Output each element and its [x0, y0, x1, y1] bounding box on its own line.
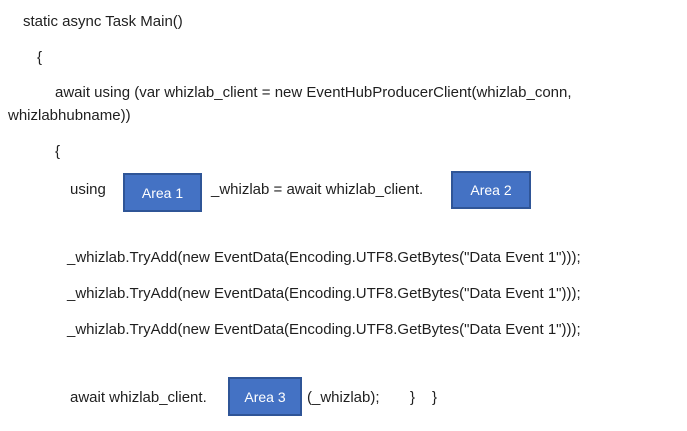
drop-area-2-label: Area 2 [470, 182, 512, 198]
code-line-tryadd-2: _whizlab.TryAdd(new EventData(Encoding.U… [67, 285, 581, 302]
code-after-area1: _whizlab = await whizlab_client. [211, 181, 424, 198]
code-line-await-using-wrap: whizlabhubname)) [8, 107, 131, 124]
code-close-brace-outer: } [432, 389, 438, 406]
drop-area-3[interactable]: Area 3 [228, 377, 302, 416]
code-line-await-using: await using (var whizlab_client = new Ev… [55, 84, 572, 101]
drop-area-2[interactable]: Area 2 [451, 171, 531, 209]
code-close-brace-inner: } [410, 389, 416, 406]
drop-area-3-label: Area 3 [244, 388, 286, 405]
code-line-signature: static async Task Main() [23, 13, 183, 30]
drop-area-1[interactable]: Area 1 [123, 173, 202, 212]
code-line-tryadd-1: _whizlab.TryAdd(new EventData(Encoding.U… [67, 249, 581, 266]
code-await-client: await whizlab_client. [70, 389, 207, 406]
code-after-area3: (_whizlab); [307, 389, 380, 406]
code-line-tryadd-3: _whizlab.TryAdd(new EventData(Encoding.U… [67, 321, 581, 338]
code-open-brace-inner: { [55, 143, 61, 160]
code-using-keyword: using [70, 181, 106, 198]
drop-area-1-label: Area 1 [141, 184, 184, 201]
code-open-brace-outer: { [37, 49, 43, 66]
